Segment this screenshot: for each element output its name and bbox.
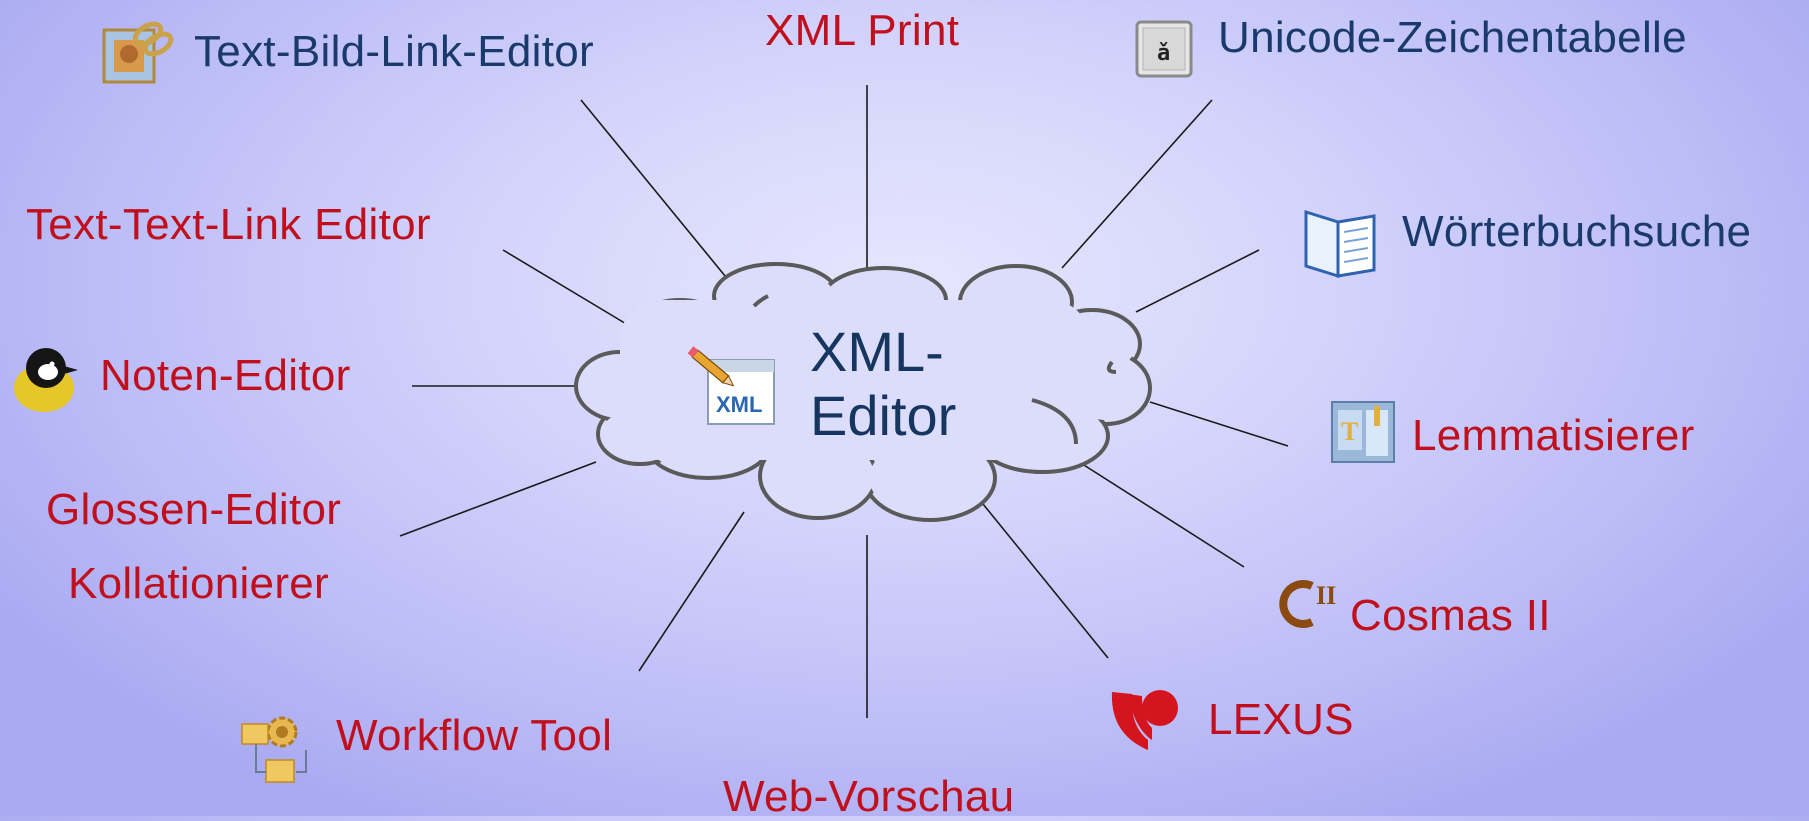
spoke-cosmas-ii bbox=[1075, 459, 1245, 568]
spoke-lemmatisierer bbox=[1149, 401, 1289, 447]
center-label-line2: Editor bbox=[810, 384, 957, 448]
spoke-text-bild-link-editor bbox=[580, 99, 731, 283]
dictionary-book-icon bbox=[1304, 209, 1376, 279]
label-glossen-editor: Glossen-Editor bbox=[46, 485, 342, 534]
lemmatizer-icon: T bbox=[1331, 401, 1395, 463]
label-woerterbuchsuche: Wörterbuchsuche bbox=[1402, 207, 1752, 256]
label-cosmas-ii: Cosmas II bbox=[1350, 591, 1551, 640]
label-web-vorschau: Web-Vorschau bbox=[723, 772, 1015, 821]
label-noten-editor: Noten-Editor bbox=[100, 351, 351, 400]
spoke-glossen-editor bbox=[399, 461, 597, 537]
spokes bbox=[399, 85, 1289, 718]
center-node-label: XML- Editor bbox=[810, 320, 956, 449]
svg-text:T: T bbox=[1341, 417, 1358, 446]
label-text-bild-link-editor: Text-Bild-Link-Editor bbox=[194, 27, 594, 76]
label-lexus: LEXUS bbox=[1208, 695, 1354, 744]
spoke-lexus bbox=[969, 487, 1109, 659]
svg-text:ǎ: ǎ bbox=[1157, 41, 1170, 66]
label-kollationierer: Kollationierer bbox=[68, 559, 330, 608]
spoke-woerterbuchsuche bbox=[1135, 249, 1260, 313]
label-text-text-link-editor: Text-Text-Link Editor bbox=[26, 200, 431, 249]
bird-icon bbox=[14, 348, 78, 412]
label-lemmatisierer: Lemmatisierer bbox=[1412, 411, 1695, 460]
center-cloud bbox=[574, 262, 1152, 522]
label-workflow-tool: Workflow Tool bbox=[336, 711, 613, 760]
xml-document-pencil-icon: XML bbox=[687, 346, 775, 425]
svg-text:XML: XML bbox=[716, 392, 762, 417]
character-table-icon: ǎ bbox=[1135, 20, 1193, 78]
svg-text:II: II bbox=[1316, 581, 1336, 610]
spoke-unicode-zeichentabelle bbox=[1061, 99, 1213, 269]
label-unicode-zeichentabelle: Unicode-Zeichentabelle bbox=[1218, 13, 1687, 62]
image-link-icon bbox=[102, 21, 174, 84]
spoke-workflow-tool bbox=[638, 511, 745, 672]
lexus-logo-icon bbox=[1111, 690, 1178, 750]
center-label-line1: XML- bbox=[810, 320, 944, 383]
label-xml-print: XML Print bbox=[765, 6, 960, 55]
spoke-text-text-link-editor bbox=[502, 249, 629, 326]
cosmas-logo-icon: II bbox=[1279, 580, 1336, 628]
workflow-gear-icon bbox=[241, 716, 307, 783]
